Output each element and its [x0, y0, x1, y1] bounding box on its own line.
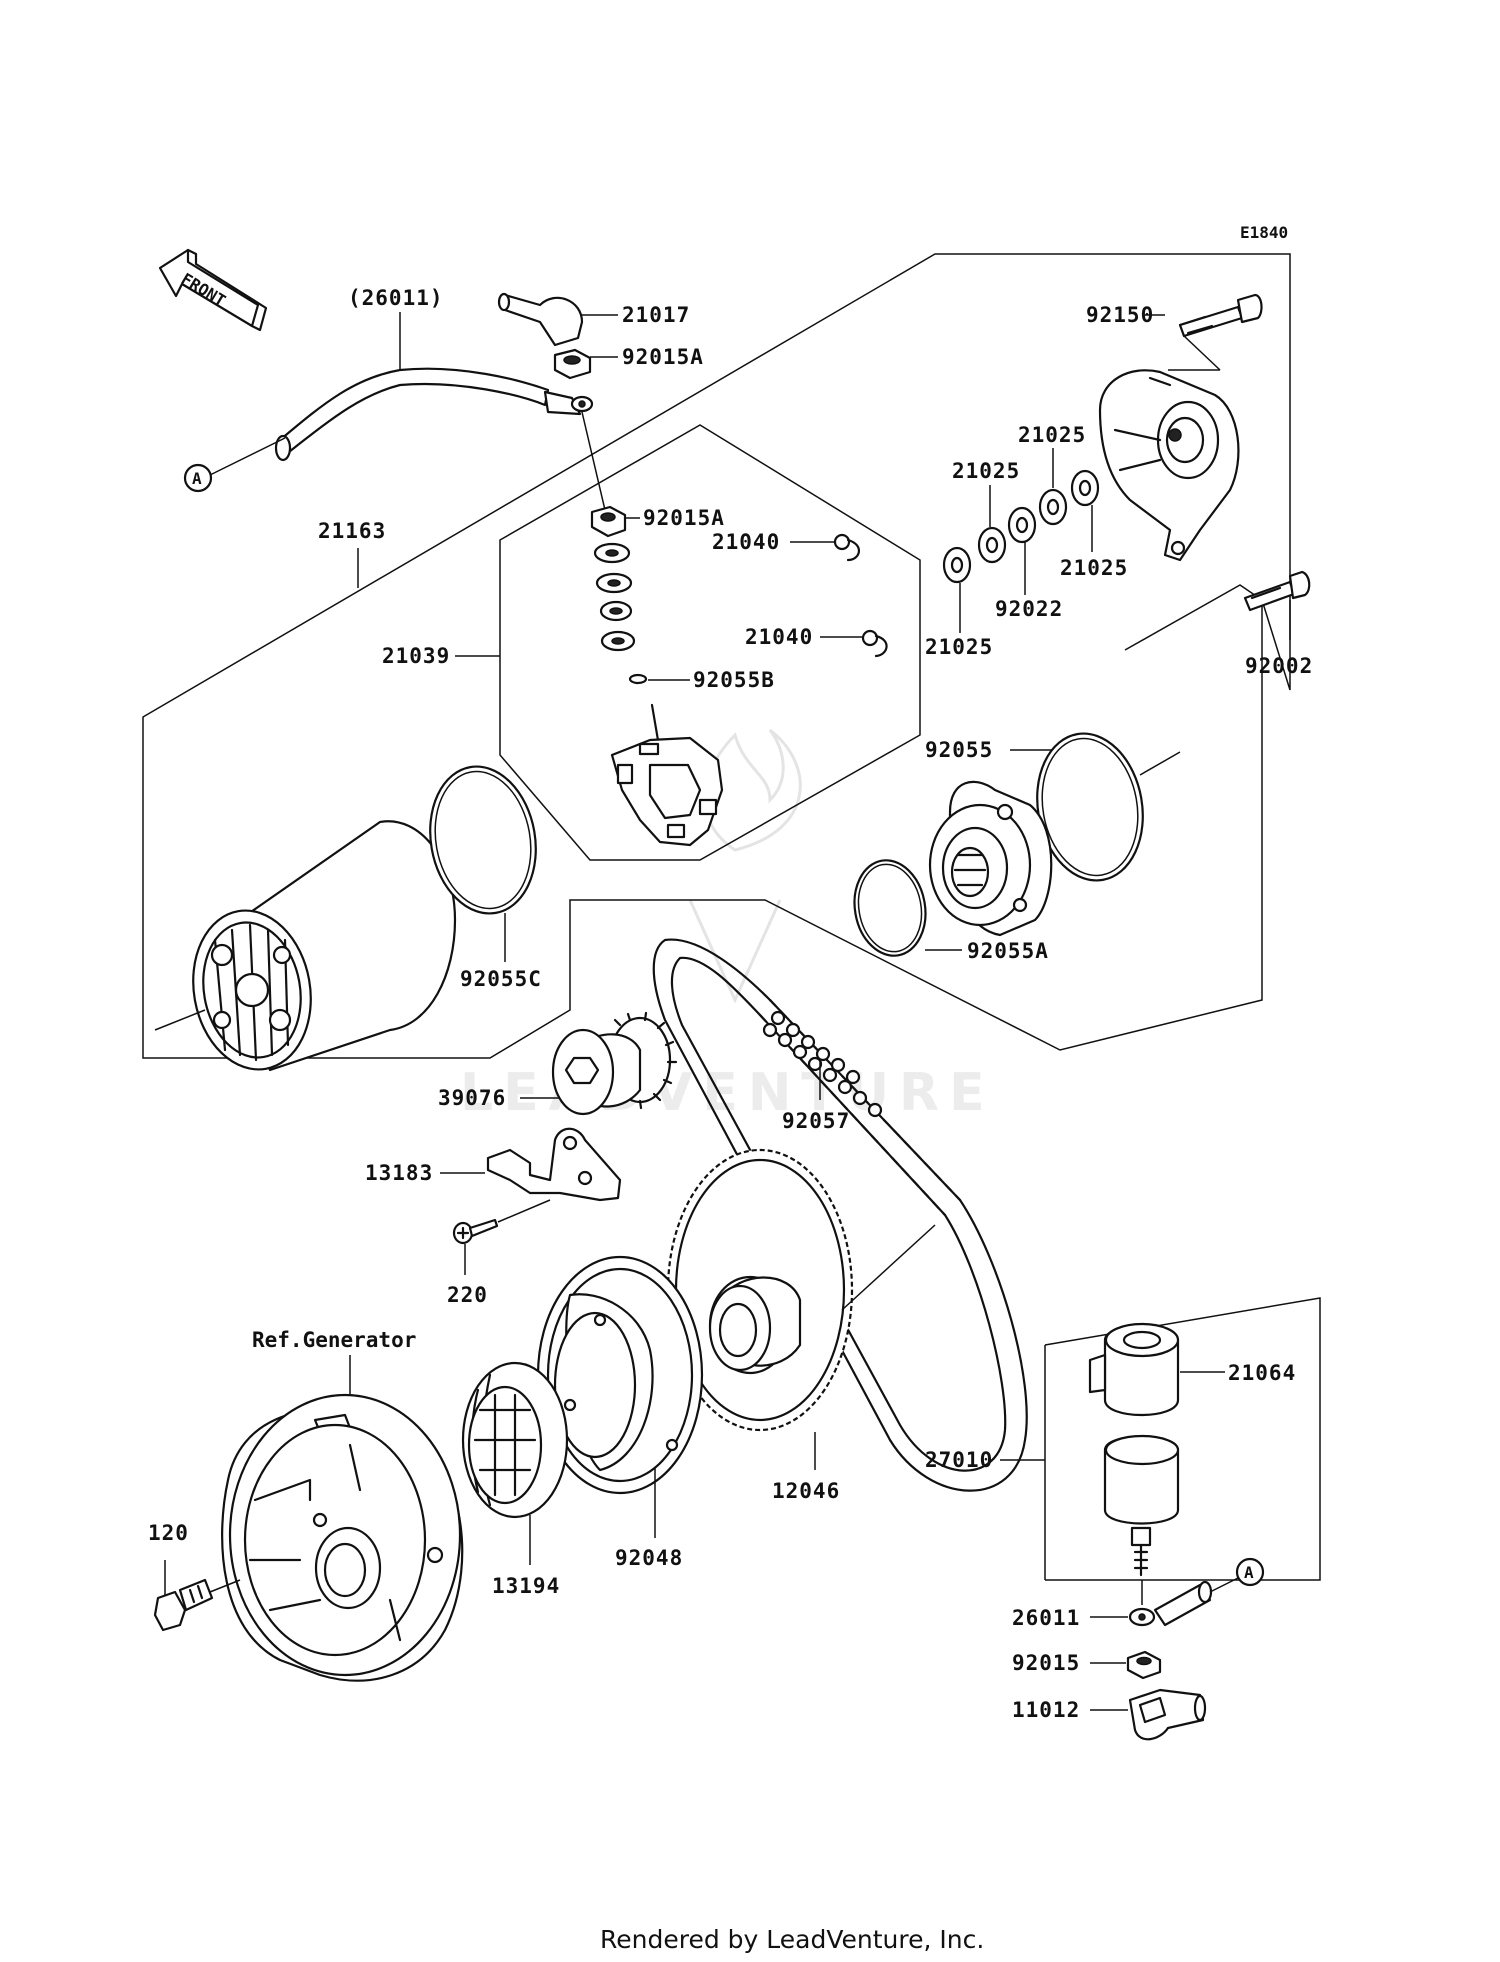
- rear-cover-housing: [1098, 369, 1240, 562]
- front-arrow-icon: FRONT: [158, 248, 268, 332]
- label-92055a: 92055A: [967, 939, 1049, 963]
- cable-26011-terminal: [1128, 1580, 1213, 1627]
- footer-credit: Rendered by LeadVenture, Inc.: [600, 1925, 984, 1954]
- nut-92015a-mid: [590, 505, 627, 538]
- generator-rotor: [221, 1393, 464, 1682]
- coil-21064: [1088, 1322, 1180, 1416]
- label-21040-a: 21040: [712, 530, 780, 554]
- label-26011-paren: (26011): [348, 286, 444, 310]
- brush-holder-plate: [610, 703, 724, 847]
- label-21025-bottom: 21025: [925, 635, 993, 659]
- label-21064: 21064: [1228, 1361, 1296, 1385]
- watermark-text: LEADVENTURE: [460, 1063, 995, 1123]
- o-ring-92055c: [429, 765, 537, 915]
- nut-92015: [1126, 1650, 1162, 1680]
- label-92055b: 92055B: [693, 668, 775, 692]
- one-way-clutch-13194: [461, 1361, 569, 1519]
- connector-a-label-bottom: A: [1244, 1563, 1254, 1582]
- label-92048: 92048: [615, 1546, 683, 1570]
- label-21040-b: 21040: [745, 625, 813, 649]
- bolt-120: [153, 1578, 214, 1632]
- label-27010: 27010: [925, 1448, 993, 1472]
- o-ring-92055a: [853, 859, 927, 957]
- cap-11012: [1128, 1688, 1207, 1741]
- sprocket-12046: [666, 1148, 854, 1432]
- o-ring-92055b: [628, 673, 648, 685]
- label-120: 120: [148, 1521, 189, 1545]
- label-92015: 92015: [1012, 1651, 1080, 1675]
- label-11012: 11012: [1012, 1698, 1080, 1722]
- label-92055c: 92055C: [460, 967, 542, 991]
- connector-a-marker-bottom: [1235, 1557, 1265, 1587]
- label-13194: 13194: [492, 1574, 560, 1598]
- terminal-boot-21017: [497, 292, 584, 347]
- starter-cable: [274, 367, 594, 462]
- starter-drive-gear-39076: [551, 1011, 678, 1116]
- label-21163: 21163: [318, 519, 386, 543]
- starter-assembly-outline: [142, 253, 1291, 1059]
- label-21025-right: 21025: [1060, 556, 1128, 580]
- label-92022: 92022: [995, 597, 1063, 621]
- washer-21025-d: [1070, 469, 1100, 507]
- ref-generator-label: Ref.Generator: [252, 1328, 416, 1352]
- brush-spring-21040-a: [833, 533, 860, 562]
- label-13183: 13183: [365, 1161, 433, 1185]
- bolt-92150: [1178, 293, 1263, 338]
- label-21039: 21039: [382, 644, 450, 668]
- brush-spring-21040-b: [861, 629, 888, 658]
- solenoid-plunger: [1103, 1434, 1180, 1577]
- label-12046: 12046: [772, 1479, 840, 1503]
- label-92055: 92055: [925, 738, 993, 762]
- label-220: 220: [447, 1283, 488, 1307]
- diagram-code: E1840: [1240, 223, 1288, 242]
- label-21017: 21017: [622, 303, 690, 327]
- label-92002: 92002: [1245, 654, 1313, 678]
- label-39076: 39076: [438, 1086, 506, 1110]
- connector-a-marker: [183, 463, 213, 493]
- watermark-logo: LEADVENTURE: [460, 728, 995, 1123]
- label-92015a-mid: 92015A: [643, 506, 725, 530]
- washer-21025-b: [977, 526, 1007, 564]
- motor-yoke-body: [192, 820, 457, 1072]
- washer-21025-c: [1038, 488, 1068, 526]
- rear-cover-outline: [1124, 584, 1263, 651]
- nut-92015a-top: [553, 348, 592, 380]
- label-92057: 92057: [782, 1109, 850, 1133]
- starter-relay-outline: [1044, 1297, 1321, 1581]
- washer-stack: [593, 542, 636, 652]
- brush-holder-outline: [499, 424, 921, 861]
- washer-92022: [1007, 506, 1037, 544]
- connector-a-label: A: [192, 469, 202, 488]
- plate-13183: [486, 1127, 622, 1202]
- label-92150: 92150: [1086, 303, 1154, 327]
- washer-21025-a: [942, 546, 972, 584]
- label-92015a-top: 92015A: [622, 345, 704, 369]
- label-26011: 26011: [1012, 1606, 1080, 1630]
- label-21025-top: 21025: [1018, 423, 1086, 447]
- bolt-92002: [1243, 570, 1311, 612]
- front-cover-housing: [928, 780, 1053, 937]
- label-21025-left: 21025: [952, 459, 1020, 483]
- drive-chain-92057: [652, 938, 1028, 1492]
- screw-220: [452, 1218, 499, 1245]
